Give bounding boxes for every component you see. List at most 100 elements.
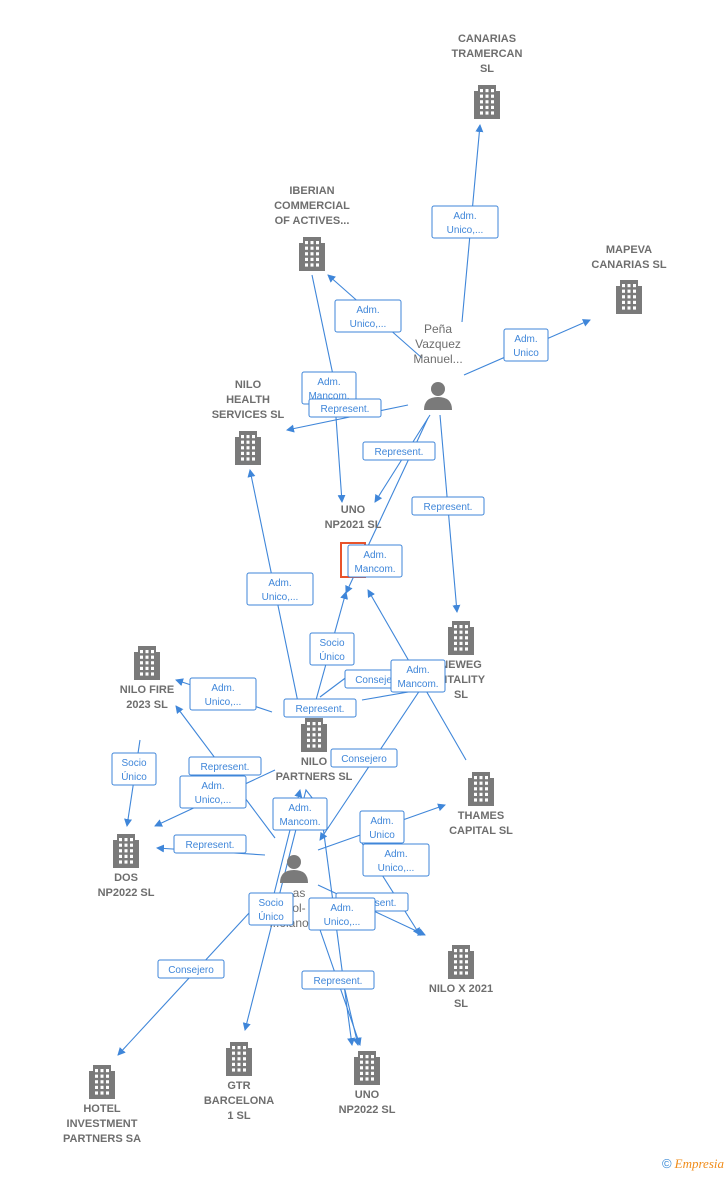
edge-label-box — [390, 659, 446, 693]
node-label-line: MAPEVA — [606, 244, 652, 256]
node-label-line: NILO X 2021 — [429, 983, 493, 995]
edge-label-e22[interactable]: Adm.Unico,... — [362, 843, 430, 877]
building-icon — [89, 1065, 115, 1099]
edge-label-text: Adm. — [211, 683, 234, 694]
person-icon — [280, 855, 308, 883]
node-label-line: OF ACTIVES... — [275, 215, 350, 227]
edge-label-e12[interactable]: Adm.Mancom. — [390, 659, 446, 693]
building-icon — [134, 646, 160, 680]
edge-label-e27[interactable]: Represent. — [301, 970, 375, 990]
node-label-line: IBERIAN — [289, 185, 334, 197]
edge-label-box — [173, 834, 247, 854]
node-label-line: 2023 SL — [126, 699, 168, 711]
company-node-uno2022[interactable]: UNO NP2022 SL — [339, 1051, 396, 1116]
node-label-line: GTR — [227, 1080, 250, 1092]
node-label-line: NILO FIRE — [120, 684, 174, 696]
edge-label-text: Adm. — [201, 781, 224, 792]
edge-label-box — [301, 970, 375, 990]
building-icon — [448, 945, 474, 979]
edge-label-text: Adm. — [370, 816, 393, 827]
building-icon — [226, 1042, 252, 1076]
edge-label-e7[interactable]: Represent. — [411, 496, 485, 516]
edge-label-e8[interactable]: Adm.Mancom. — [347, 544, 403, 578]
edge-label-e1[interactable]: Adm.Unico,... — [431, 205, 499, 239]
node-label-line: NEWEG — [440, 659, 482, 671]
edge-label-e2[interactable]: Adm.Unico — [503, 328, 549, 362]
edge-label-e17[interactable]: Adm. Unico,... — [179, 775, 247, 809]
node-label-line: HEALTH — [226, 394, 270, 406]
edge-label-box — [411, 496, 485, 516]
edge-label-box — [359, 810, 405, 844]
edge-label-text: Socio — [258, 898, 283, 909]
node-label-line: TRAMERCAN — [452, 48, 523, 60]
edge-label-box — [157, 959, 225, 979]
node-label-line: CAPITAL SL — [449, 825, 513, 837]
edge-label-e18[interactable]: Consejero — [330, 748, 398, 768]
node-label-line: SL — [454, 689, 468, 701]
edge-label-text: Consejero — [355, 675, 401, 686]
edge-label-box — [334, 299, 402, 333]
node-label-line: SERVICES SL — [212, 409, 285, 421]
node-label-line: PARTNERS SL — [276, 771, 353, 783]
edge-label-e25[interactable]: Adm.Unico,... — [308, 897, 376, 931]
node-label-line: SL — [480, 63, 494, 75]
node-label-line: THAMES — [458, 810, 504, 822]
node-label-line: UNO — [355, 1089, 380, 1101]
company-node-nilofire[interactable]: NILO FIRE 2023 SL — [120, 646, 174, 711]
edge-label-box — [503, 328, 549, 362]
edge-label-text: Único — [258, 910, 284, 923]
node-label-line: NP2022 SL — [339, 1104, 396, 1116]
edge-label-e20[interactable]: Adm.Unico — [359, 810, 405, 844]
edge-label-text: Represent. — [186, 840, 235, 851]
edge-label-e21[interactable]: Represent. — [173, 834, 247, 854]
edge-label-box — [248, 892, 294, 926]
edge-label-e9[interactable]: Adm.Unico,... — [246, 572, 314, 606]
edge-label-e26[interactable]: Consejero — [157, 959, 225, 979]
edge-label-box — [188, 756, 262, 776]
company-node-thames[interactable]: THAMES CAPITAL SL — [449, 772, 513, 837]
edge-label-text: Mancom. — [308, 391, 349, 402]
edge-label-e6[interactable]: Represent. — [362, 441, 436, 461]
person-node-pena[interactable]: PeñaVazquezManuel... — [413, 322, 463, 410]
relationship-edge — [344, 989, 361, 1046]
building-icon — [113, 834, 139, 868]
edge-label-e19[interactable]: Adm.Mancom. — [272, 797, 328, 831]
node-label-line: Vazquez — [415, 337, 461, 351]
edge-label-e3[interactable]: Adm.Unico,... — [334, 299, 402, 333]
edge-label-text: Unico,... — [447, 225, 484, 236]
edge-label-box — [111, 752, 157, 786]
person-icon — [424, 382, 452, 410]
edge-label-text: Adm. — [384, 849, 407, 860]
edge-label-text: Consejero — [168, 965, 214, 976]
edge-label-text: Socio — [121, 758, 146, 769]
node-label-line: Manuel... — [413, 352, 462, 366]
footer-brand[interactable]: ©Empresia — [662, 1156, 724, 1172]
edge-label-e14[interactable]: Represent. — [283, 698, 357, 718]
edge-label-box — [246, 572, 314, 606]
building-icon — [301, 718, 327, 752]
brand-name: Empresia — [674, 1156, 724, 1171]
edge-label-text: Unico,... — [195, 795, 232, 806]
edge-label-e5[interactable]: Represent. — [308, 398, 382, 418]
edge-label-e13[interactable]: Adm.Unico,... — [189, 677, 257, 711]
edge-label-text: Represent. — [375, 447, 424, 458]
node-label-line: 1 SL — [227, 1110, 251, 1122]
edge-label-e16[interactable]: Represent. — [188, 756, 262, 776]
edge-label-box — [179, 775, 247, 809]
edge-label-text: Adm. — [330, 903, 353, 914]
edge-label-text: Represent. — [296, 704, 345, 715]
node-label-line: NP2021 SL — [325, 519, 382, 531]
